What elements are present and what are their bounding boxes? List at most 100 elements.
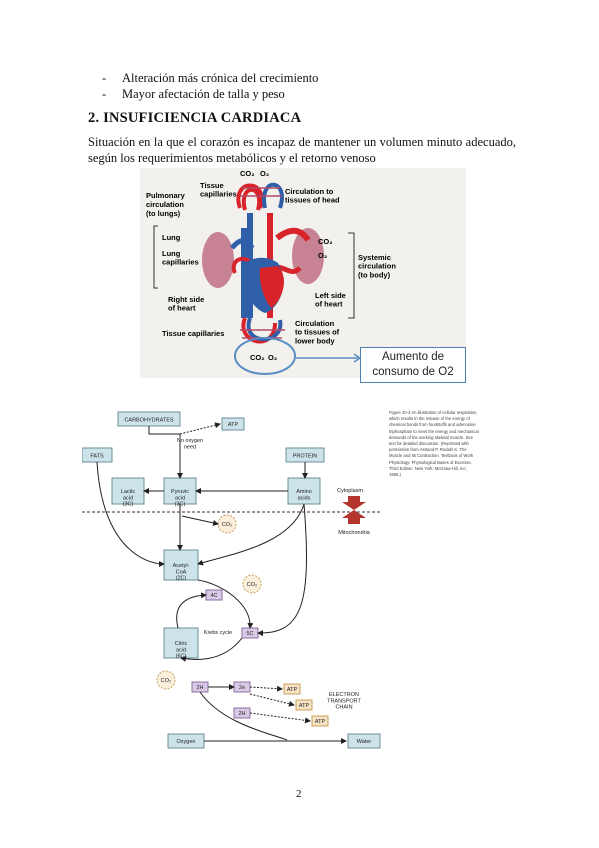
text-line: CoA <box>176 569 187 575</box>
text-line: Amino <box>296 489 312 495</box>
water-label: Water <box>357 739 372 745</box>
text-line: (to body) <box>358 270 391 279</box>
text-line: CHAIN <box>335 705 352 711</box>
text-line: ELECTRON <box>329 692 359 698</box>
text-line: Systemic <box>358 253 391 262</box>
c4-label: 4C <box>210 593 217 599</box>
arrow-amino-acetyl <box>197 503 305 566</box>
krebs-label: Krebs cycle <box>204 630 232 636</box>
bullet-list: -Alteración más crónica del crecimiento … <box>102 70 318 102</box>
co2-top-label: CO₂ <box>240 169 255 178</box>
tissue-capillaries-bottom-label: Tissue capillaries <box>162 329 224 338</box>
arrow-atp1 <box>249 685 283 692</box>
co2-right-label: CO₂ <box>318 237 333 246</box>
co2-bottom-label: CO₂ <box>250 353 265 362</box>
text-line: capillaries <box>162 258 199 267</box>
mitochondria-label: Mitochondria <box>338 530 370 536</box>
circulation-diagram: CO₂ O₂ Pulmonary circulation(to lungs) T… <box>140 168 466 378</box>
bullet-item: -Alteración más crónica del crecimiento <box>102 70 318 86</box>
pulmonary-label: Pulmonary circulation(to lungs) <box>146 191 187 218</box>
atp3-box <box>311 715 329 727</box>
cytoplasm-arrow <box>342 496 366 510</box>
text-line: tissues of head <box>285 196 340 205</box>
co2-b-label: CO₂ <box>247 582 257 588</box>
heart-left-side <box>259 266 284 308</box>
c5-label: 5C <box>246 631 253 637</box>
atp1-box <box>283 683 301 695</box>
h2-label: 2H <box>196 685 203 691</box>
text-line: Left side <box>315 291 346 300</box>
arrow-to-co2a <box>181 515 219 526</box>
text-line: Right side <box>168 295 204 304</box>
text-line: Circulation to <box>285 187 334 196</box>
text-line: circulation <box>358 262 396 271</box>
arrow-fats-acetyl <box>96 461 165 567</box>
text-line: Circulation <box>295 319 335 328</box>
atp2-label: ATP <box>299 703 310 709</box>
text-line: TRANSPORT <box>327 698 361 704</box>
arrow-amino-5c <box>257 503 308 637</box>
text-line: Citric <box>175 641 188 647</box>
arrow-to-atp <box>179 422 221 435</box>
arrow-h-water <box>199 691 288 741</box>
arrow-cycle-2 <box>180 637 243 662</box>
text-line: of heart <box>168 304 196 313</box>
carbohydrates-label: CARBOHYDRATES <box>124 418 173 424</box>
text-line: (3C) <box>123 502 134 508</box>
text-line: No oxygen <box>177 438 203 444</box>
atp3-label: ATP <box>315 719 326 725</box>
systemic-bracket <box>348 232 355 319</box>
text-line: capillaries <box>200 190 237 199</box>
definition-paragraph: Situación en la que el corazón es incapa… <box>88 135 516 165</box>
bullet-text: Mayor afectación de talla y peso <box>122 87 285 101</box>
text-line: (2C) <box>176 576 187 582</box>
text-line: Lung <box>162 249 181 258</box>
lung-label: Lung <box>162 233 181 242</box>
protein-label: PROTEIN <box>293 454 317 460</box>
co2-circle-b <box>242 574 262 594</box>
text-line: to tissues of <box>295 328 340 337</box>
oxygen-label: Oxygen <box>177 739 196 745</box>
text-line: acid <box>175 495 185 501</box>
arrow-cycle-1 <box>197 579 254 629</box>
text-line: Pyruvic <box>171 489 189 495</box>
co2-c-label: CO₂ <box>161 678 171 684</box>
text-line: (6C) <box>176 654 187 660</box>
text-line: Lactic <box>121 489 136 495</box>
text-line: acids <box>298 495 311 501</box>
text-line: circulation <box>146 200 184 209</box>
co2-a-label: CO₂ <box>222 522 232 528</box>
arrow-carb-pyruvic <box>148 426 183 479</box>
text-line: acid <box>176 647 186 653</box>
arrow-atp2 <box>249 693 295 707</box>
acetyl-label: Acetyl-CoA(2C) <box>173 563 190 582</box>
bullet-item: - Mayor afectación de talla y peso <box>102 86 318 102</box>
atp2-box <box>295 699 313 711</box>
mitochondria-arrow <box>342 510 366 524</box>
head-capillaries <box>236 182 284 211</box>
figure-caption: Figure 20-2 An illustration of cellular … <box>389 410 479 478</box>
text-line: (to lungs) <box>146 209 181 218</box>
arrow-atp3 <box>249 712 311 724</box>
text-line: lower body <box>295 336 335 345</box>
left-lung <box>202 232 234 288</box>
bullet-marker: - <box>102 87 107 101</box>
text-line: Acetyl- <box>173 563 190 569</box>
h2b-label: 2H <box>238 711 245 717</box>
caption-text: Figure 20-2 An illustration of cellular … <box>389 410 479 478</box>
e-label: 2e <box>239 685 245 691</box>
text-line: of heart <box>315 300 343 309</box>
atp-top-box <box>221 417 245 431</box>
